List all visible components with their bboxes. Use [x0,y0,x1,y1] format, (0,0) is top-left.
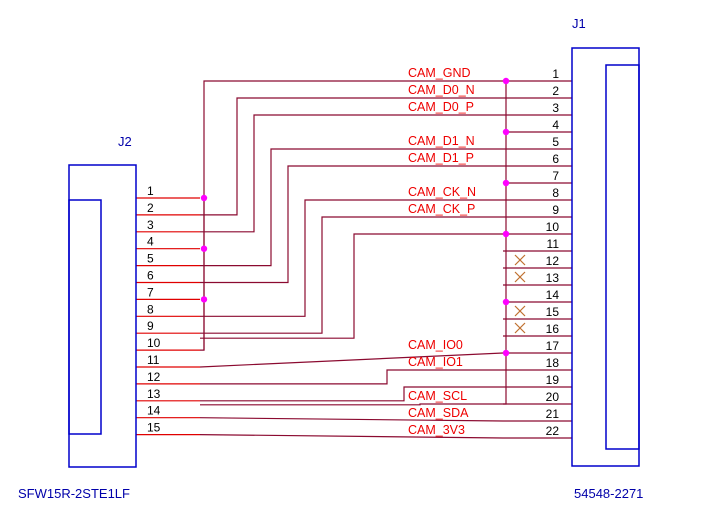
junction-dot [502,298,510,306]
j1-pin-number: 10 [546,220,560,234]
junction-dot [502,77,510,85]
j1-pin-number: 19 [546,373,560,387]
signal-wire [200,233,503,339]
signal-wire [200,148,503,267]
net-label: CAM_D1_N [408,134,475,148]
j1-pin-number: 1 [552,67,559,81]
net-label: CAM_IO1 [408,355,463,369]
j1-part-number: 54548-2271 [574,486,643,501]
j1-pin-number: 13 [546,271,560,285]
j1-pin-number: 16 [546,322,560,336]
j1-pin-number: 15 [546,305,560,319]
junction-dot [502,179,510,187]
j1-pin-number: 2 [552,84,559,98]
j1-pin-number: 22 [546,424,560,438]
j1-pin-number: 17 [546,339,560,353]
j1-pin-number: 6 [552,152,559,166]
cross-icon [514,322,526,334]
j2-pin-number: 4 [147,235,154,249]
net-label: CAM_D1_P [408,151,474,165]
j2-pin-number: 10 [147,336,161,350]
j1-pin-number: 20 [546,390,560,404]
net-label: CAM_SDA [408,406,469,420]
wires [199,80,507,439]
j1-pin-number: 11 [547,237,560,251]
net-label: CAM_SCL [408,389,467,403]
net-label: CAM_D0_P [408,100,474,114]
cross-icon [514,271,526,283]
j2-connector-inner [68,199,102,435]
signal-wire [200,369,503,385]
cross-icon [514,254,526,266]
net-label: CAM_D0_N [408,83,475,97]
junction-dot [502,230,510,238]
junction-dot [502,349,510,357]
signal-wire [200,114,503,233]
net-label: CAM_3V3 [408,423,465,437]
j1-pin-number: 21 [546,407,560,421]
j2-connector-body [68,164,137,468]
j2-pin-number: 8 [147,302,154,316]
net-label: CAM_CK_P [408,202,475,216]
j1-pin-number: 9 [552,203,559,217]
signal-wire [200,97,503,216]
junctions [200,77,510,357]
net-label: CAM_GND [408,66,471,80]
j1-pin-number: 5 [552,135,559,149]
signal-wire [199,434,504,439]
j2-part-number: SFW15R-2STE1LF [18,486,130,501]
signal-wire [199,352,504,368]
j2-pin-number: 11 [147,353,160,367]
j1-pin-number: 8 [552,186,559,200]
pin-numbers: 1234567891011121314151617181920212212345… [147,67,559,438]
no-connects [514,254,526,334]
junction-dot [200,194,208,202]
net-label: CAM_CK_N [408,185,476,199]
j2-pin-number: 3 [147,218,154,232]
j2-pin-number: 15 [147,421,161,435]
j2-pin-number: 14 [147,404,161,418]
j1-connector-inner [605,64,640,450]
j1-ref-label: J1 [572,16,586,31]
junction-dot [200,245,208,252]
j2-pin-number: 9 [147,319,154,333]
j2-ref-label: J2 [118,134,132,149]
junction-dot [502,128,510,136]
j1-pin-number: 14 [546,288,560,302]
signal-wire [200,199,503,317]
signal-wire [200,403,503,406]
j1-pin-number: 12 [546,254,560,268]
j2-pin-number: 13 [147,387,161,401]
j1-pin-number: 4 [552,118,559,132]
pin-lines [136,80,572,439]
junction-dot [200,296,208,303]
j1-pin-number: 3 [552,101,559,115]
net-label: CAM_IO0 [408,338,463,352]
signal-wire [200,165,503,284]
j2-pin-number: 7 [147,285,154,299]
net-labels: CAM_GND CAM_D0_N CAM_D0_P CAM_D1_N CAM_D1_P C… [408,66,476,437]
signal-wire [200,386,503,402]
j2-pin-number: 12 [147,370,161,384]
j2-pin-number: 1 [147,184,154,198]
signal-wire [199,417,504,422]
j2-pin-number: 2 [147,201,154,215]
cross-icon [514,305,526,317]
j1-pin-number: 18 [546,356,560,370]
j2-pin-number: 6 [147,269,154,283]
j1-pin-number: 7 [552,169,559,183]
signal-wire [200,216,503,334]
j2-pin-number: 5 [147,252,154,266]
